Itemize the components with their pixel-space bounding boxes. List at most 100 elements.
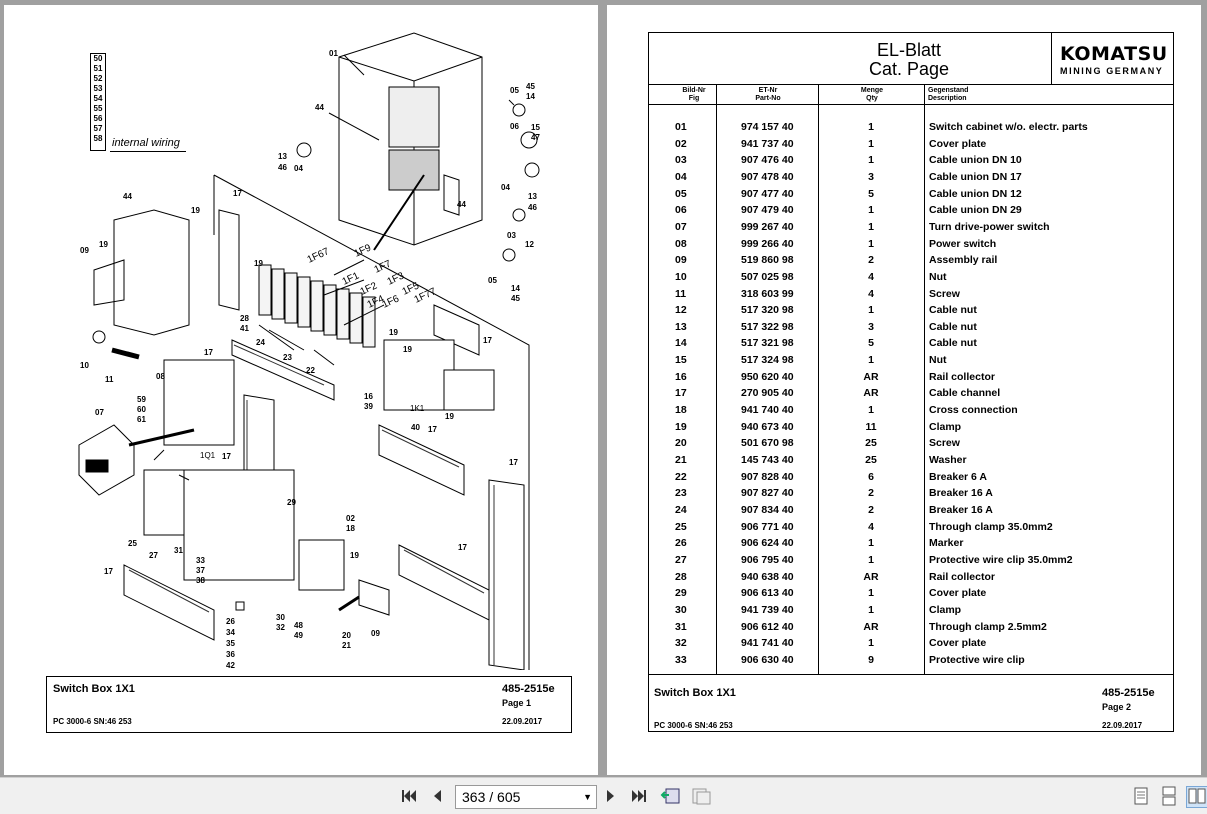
prev-page-icon[interactable] bbox=[430, 786, 444, 806]
quantity-cell: 4 bbox=[868, 270, 874, 283]
fig-cell: 09 bbox=[675, 254, 687, 267]
page-number-select[interactable]: 363 / 605 ▼ bbox=[455, 785, 597, 809]
last-page-icon[interactable] bbox=[630, 786, 648, 806]
document-date: 22.09.2017 bbox=[502, 717, 543, 726]
callout-19: 19 bbox=[191, 206, 200, 215]
fig-cell: 32 bbox=[675, 637, 687, 650]
title-block: Switch Box 1X1 PC 3000-6 SN:46 253 485-2… bbox=[46, 676, 572, 733]
quantity-cell: 25 bbox=[865, 454, 877, 466]
callout-59: 59 bbox=[137, 395, 146, 404]
callout-1K1: 1K1 bbox=[410, 404, 425, 413]
part-number-cell: 907 834 40 bbox=[741, 503, 794, 516]
fig-cell: 19 bbox=[675, 420, 687, 433]
fig-cell: 20 bbox=[675, 437, 687, 450]
callout-05: 05 bbox=[510, 86, 519, 95]
callout-46b: 46 bbox=[528, 203, 537, 212]
quantity-cell: 1 bbox=[868, 354, 874, 367]
callout-17d: 17 bbox=[428, 425, 437, 434]
fig-cell: 21 bbox=[675, 454, 687, 466]
header-divider bbox=[649, 104, 1173, 105]
fig-cell: 03 bbox=[675, 154, 687, 167]
callout-11: 11 bbox=[105, 375, 114, 384]
quantity-cell: 5 bbox=[868, 337, 874, 350]
quantity-cell: 9 bbox=[868, 653, 874, 666]
column-divider bbox=[818, 84, 819, 674]
callout-21: 21 bbox=[342, 641, 351, 650]
drawing-title: Switch Box 1X1 bbox=[53, 683, 135, 695]
fig-cell: 01 bbox=[675, 121, 687, 133]
page-label: Page 1 bbox=[502, 698, 532, 708]
part-number-cell: 906 771 40 bbox=[741, 520, 794, 533]
description-cell: Cross connection bbox=[929, 404, 1018, 417]
callout-19c: 19 bbox=[99, 240, 108, 249]
part-number-cell: 999 267 40 bbox=[741, 220, 794, 233]
legend-underline bbox=[110, 151, 186, 152]
next-view-icon[interactable] bbox=[690, 786, 712, 806]
next-page-icon[interactable] bbox=[604, 786, 618, 806]
legend-note: internal wiring bbox=[112, 137, 180, 149]
callout-20: 20 bbox=[342, 631, 351, 640]
callout-42: 42 bbox=[226, 661, 235, 670]
previous-view-icon[interactable] bbox=[660, 786, 682, 806]
quantity-cell: 1 bbox=[868, 404, 874, 417]
quantity-cell: 2 bbox=[868, 254, 874, 267]
quantity-cell: 1 bbox=[868, 237, 874, 250]
quantity-cell: 1 bbox=[868, 637, 874, 650]
part-number-cell: 507 025 98 bbox=[741, 270, 794, 283]
column-header-de: Gegenstand bbox=[928, 87, 969, 94]
part-number-cell: 907 476 40 bbox=[741, 154, 794, 167]
fig-cell: 04 bbox=[675, 170, 687, 183]
fig-cell: 17 bbox=[675, 387, 687, 400]
column-header-qty: Menge Qty bbox=[819, 87, 925, 103]
description-cell: Breaker 16 A bbox=[929, 487, 993, 500]
legend-number: 57 bbox=[93, 124, 103, 133]
quantity-cell: 6 bbox=[868, 470, 874, 483]
quantity-cell: 1 bbox=[868, 154, 874, 167]
description-cell: Screw bbox=[929, 437, 960, 450]
quantity-cell: 1 bbox=[868, 204, 874, 217]
callout-23: 23 bbox=[283, 353, 292, 362]
logo-subtitle: MINING GERMANY bbox=[1060, 66, 1164, 76]
fig-cell: 29 bbox=[675, 587, 687, 600]
description-cell: Power switch bbox=[929, 237, 997, 250]
callout-19d: 19 bbox=[389, 328, 398, 337]
fig-cell: 11 bbox=[675, 287, 687, 300]
description-cell: Cable nut bbox=[929, 320, 977, 333]
description-cell: Cover plate bbox=[929, 637, 987, 650]
part-number-cell: 145 743 40 bbox=[741, 454, 794, 466]
callout-38: 38 bbox=[196, 576, 205, 585]
description-cell: Cover plate bbox=[929, 587, 987, 600]
callout-12: 12 bbox=[525, 240, 534, 249]
quantity-cell: 11 bbox=[865, 420, 877, 433]
part-number-cell: 907 827 40 bbox=[741, 487, 794, 500]
callout-27: 27 bbox=[149, 551, 158, 560]
machine-model: PC 3000-6 SN:46 253 bbox=[53, 717, 132, 726]
two-page-icon[interactable] bbox=[1186, 786, 1207, 808]
page-heading: EL-Blatt Cat. Page bbox=[829, 41, 989, 79]
callout-32: 32 bbox=[276, 623, 285, 632]
callout-1F67: 1F67 bbox=[306, 246, 332, 266]
callout-05b: 05 bbox=[488, 276, 497, 285]
continuous-page-icon[interactable] bbox=[1160, 786, 1178, 806]
callout-24: 24 bbox=[256, 338, 265, 347]
viewer-toolbar: 363 / 605 ▼ bbox=[0, 777, 1207, 814]
first-page-icon[interactable] bbox=[400, 786, 418, 806]
quantity-cell: 1 bbox=[868, 121, 874, 133]
legend-number: 53 bbox=[93, 84, 103, 93]
description-cell: Nut bbox=[929, 354, 947, 367]
callout-03: 03 bbox=[507, 231, 516, 240]
callout-33: 33 bbox=[196, 556, 205, 565]
single-page-icon[interactable] bbox=[1132, 786, 1150, 806]
callout-28: 28 bbox=[240, 314, 249, 323]
fig-cell: 25 bbox=[675, 520, 687, 533]
legend-number: 56 bbox=[93, 114, 103, 123]
callout-17c: 17 bbox=[204, 348, 213, 357]
